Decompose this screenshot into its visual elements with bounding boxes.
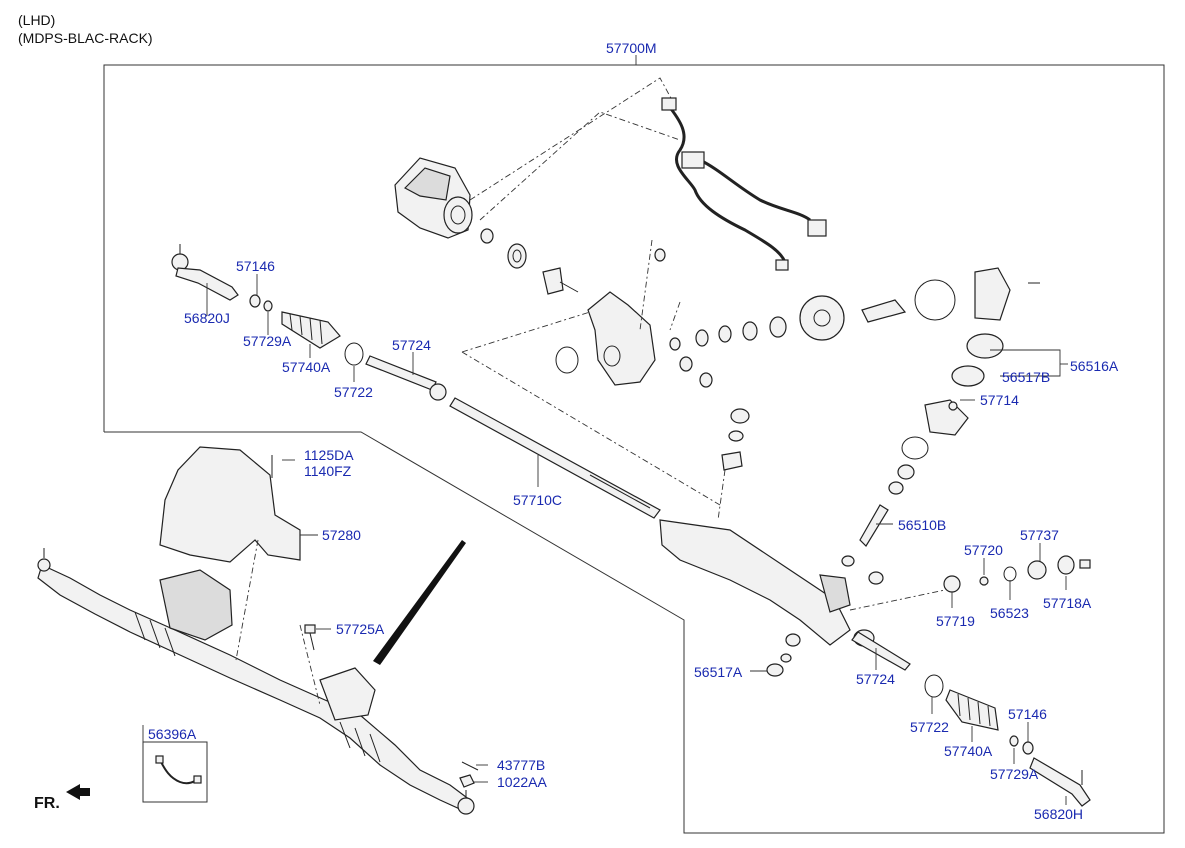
front-direction-arrow [66, 784, 90, 800]
harness-small [159, 759, 199, 785]
callout-57146-left[interactable]: 57146 [236, 258, 275, 274]
callout-57700M[interactable]: 57700M [606, 40, 657, 56]
callout-56517A[interactable]: 56517A [694, 664, 743, 680]
callout-57714[interactable]: 57714 [980, 392, 1019, 408]
callout-56523[interactable]: 56523 [990, 605, 1029, 621]
callout-57740A-left[interactable]: 57740A [282, 359, 331, 375]
callout-57724-right[interactable]: 57724 [856, 671, 895, 687]
callout-57729A-right[interactable]: 57729A [990, 766, 1039, 782]
motor-ecu-unit [394, 157, 473, 239]
callout-56820J[interactable]: 56820J [184, 310, 230, 326]
gear-housing-right [659, 408, 875, 647]
wiring-harness [661, 97, 827, 271]
gear-train-parts [480, 228, 1040, 388]
inner-tie-rod-and-rack [365, 355, 661, 519]
callout-57280[interactable]: 57280 [322, 527, 361, 543]
pinion-components [841, 333, 1091, 593]
callout-56516A[interactable]: 56516A [1070, 358, 1119, 374]
harness-small-connector-a [155, 755, 164, 764]
callout-57722-left[interactable]: 57722 [334, 384, 373, 400]
callout-57718A[interactable]: 57718A [1043, 595, 1092, 611]
header-variant: (MDPS-BLAC-RACK) [18, 30, 153, 46]
harness-small-connector-b [193, 775, 202, 784]
castle-nut [459, 774, 475, 788]
front-label: FR. [34, 795, 60, 812]
motor-dash-link [469, 77, 681, 221]
callout-1125DA[interactable]: 1125DA [304, 447, 354, 463]
callout-57737[interactable]: 57737 [1020, 527, 1059, 543]
header-lhd: (LHD) [18, 12, 56, 28]
callout-56396A[interactable]: 56396A [148, 726, 197, 742]
complete-rack-assembly [37, 548, 475, 815]
callout-56517B[interactable]: 56517B [1002, 369, 1051, 385]
callout-57740A-right[interactable]: 57740A [944, 743, 993, 759]
leader-lines [206, 274, 1068, 805]
shield-dash-link [235, 539, 321, 706]
callout-57146-right[interactable]: 57146 [1008, 706, 1047, 722]
callout-1022AA[interactable]: 1022AA [497, 774, 547, 790]
callout-1140FZ[interactable]: 1140FZ [304, 463, 352, 479]
assembly-arrow [373, 540, 466, 665]
callout-57722-right[interactable]: 57722 [910, 719, 949, 735]
callout-57720[interactable]: 57720 [964, 542, 1003, 558]
callout-57729A-left[interactable]: 57729A [243, 333, 292, 349]
callout-57719[interactable]: 57719 [936, 613, 975, 629]
housing-dash-link [717, 469, 946, 611]
gear-dash-link [461, 239, 721, 506]
callout-57710C[interactable]: 57710C [513, 492, 563, 508]
inset-box-56396A [142, 741, 208, 803]
bellows-left [281, 311, 364, 366]
split-pin [461, 761, 479, 771]
heat-shield [159, 446, 301, 563]
callout-56820H[interactable]: 56820H [1034, 806, 1084, 822]
callout-56510B[interactable]: 56510B [898, 517, 947, 533]
tie-rod-end-right [766, 631, 1091, 807]
callout-43777B[interactable]: 43777B [497, 757, 546, 773]
bolt-57725A [304, 624, 316, 651]
callout-57725A[interactable]: 57725A [336, 621, 385, 637]
callout-57724-left[interactable]: 57724 [392, 337, 431, 353]
assembly-boundary [103, 64, 1165, 834]
